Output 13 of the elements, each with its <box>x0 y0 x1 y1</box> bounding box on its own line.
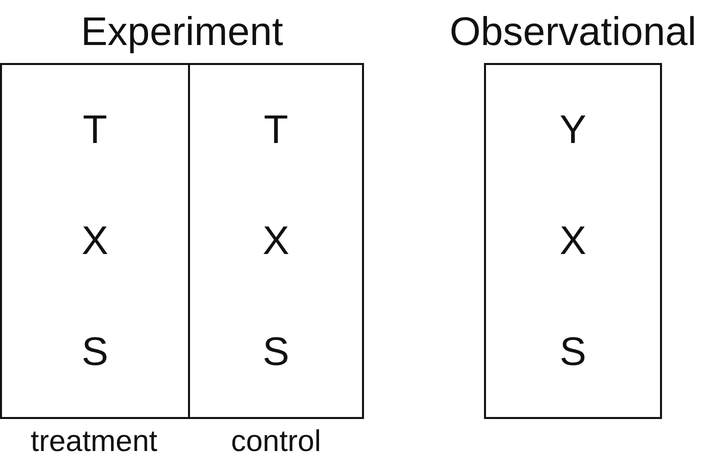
variable-label: X <box>262 218 290 265</box>
variable-label: T <box>264 107 288 154</box>
variable-label: S <box>560 328 586 376</box>
column-caption: treatment <box>30 424 158 460</box>
variable-label: S <box>82 328 108 376</box>
variable-label: X <box>82 218 108 265</box>
panel-heading: Observational <box>448 9 698 56</box>
variable-label: S <box>262 328 290 376</box>
variable-label: Y <box>560 107 586 154</box>
variable-label: T <box>82 107 108 154</box>
panel-heading: Experiment <box>80 9 284 56</box>
column-caption: control <box>230 424 322 460</box>
variable-label: X <box>560 218 586 265</box>
